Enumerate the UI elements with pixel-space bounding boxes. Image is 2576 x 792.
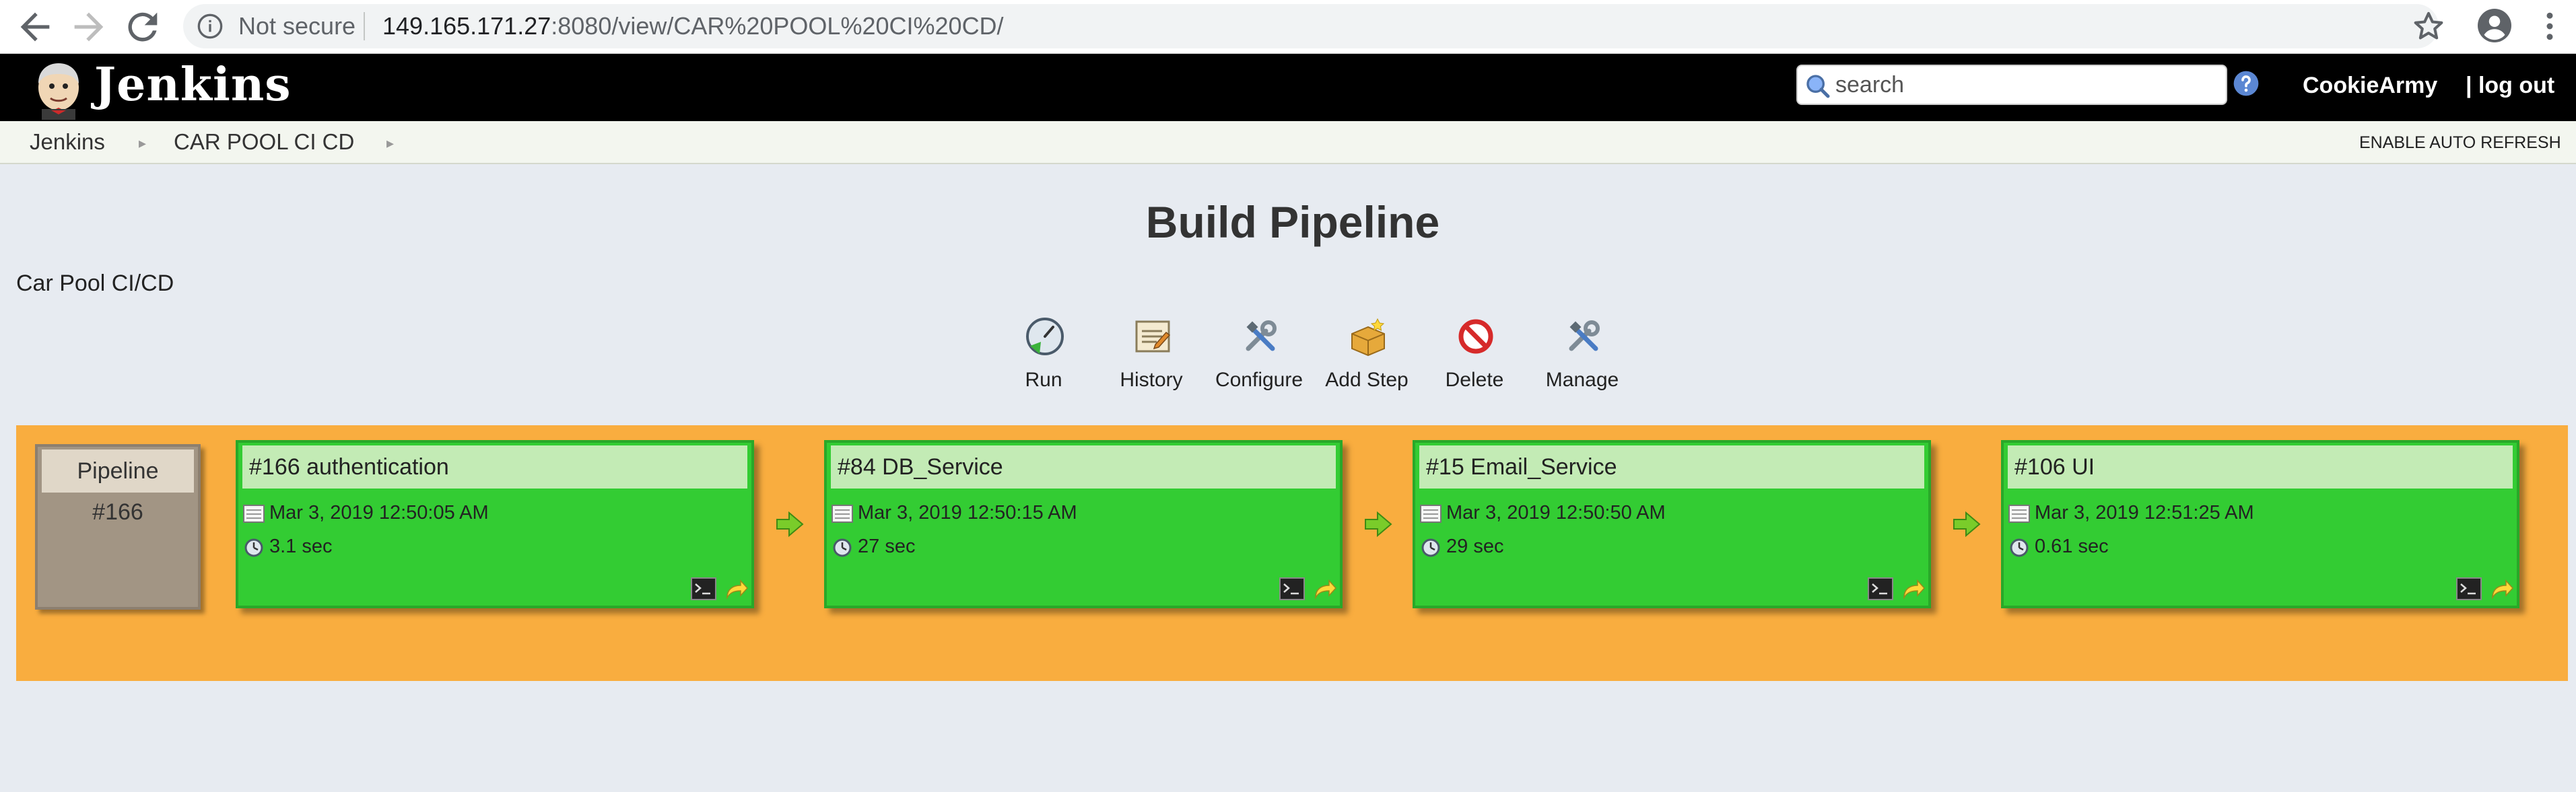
rerun-icon[interactable] [2488,577,2514,600]
pipeline-label: Pipeline [42,449,194,493]
breadcrumb-separator[interactable]: ▸ [139,135,147,151]
configure-label: Configure [1215,369,1303,391]
url-text[interactable]: 149.165.171.27:8080/view/CAR%20POOL%20CI… [382,12,1004,40]
run-label: Run [1025,369,1062,391]
search-input[interactable] [1835,70,2219,100]
pipeline-arrow-icon [774,509,805,540]
configure-button[interactable]: Configure [1205,310,1313,397]
pipeline-arrow-icon [1363,509,1394,540]
rerun-icon[interactable] [1900,577,1926,600]
account-icon[interactable] [2474,5,2515,46]
build-card-authentication: #166 authentication Mar 3, 2019 12:50:05… [236,440,754,608]
delete-button[interactable]: Delete [1421,310,1528,397]
build-title[interactable]: #84 DB_Service [831,445,1336,489]
info-icon[interactable] [197,13,224,40]
console-icon[interactable] [691,577,716,600]
enable-auto-refresh-link[interactable]: ENABLE AUTO REFRESH [2359,133,2561,152]
security-label: Not secure [238,12,356,40]
menu-icon[interactable] [2532,8,2568,44]
run-icon [1023,315,1066,358]
omnibox-divider [364,12,365,40]
build-duration-row: 3.1 sec [242,536,333,558]
address-bar[interactable]: Not secure 149.165.171.27:8080/view/CAR%… [183,4,2439,48]
rerun-icon[interactable] [1312,577,1337,600]
delete-label: Delete [1445,369,1504,391]
build-date: Mar 3, 2019 12:50:15 AM [858,502,1077,524]
star-icon[interactable] [2410,8,2447,44]
search-icon [1804,73,1831,100]
clock-icon [1419,537,1442,557]
page-title: Build Pipeline [1145,197,1440,247]
history-icon [1131,315,1174,358]
build-date: Mar 3, 2019 12:50:05 AM [269,502,489,524]
user-link[interactable]: CookieArmy [2303,73,2438,98]
build-date: Mar 3, 2019 12:51:25 AM [2035,502,2254,524]
jenkins-logo-icon[interactable] [28,61,89,120]
build-title[interactable]: #166 authentication [242,445,747,489]
history-button[interactable]: History [1097,310,1205,397]
breadcrumb: Jenkins ▸ CAR POOL CI CD ▸ ENABLE AUTO R… [0,121,2576,164]
pipeline-area: Pipeline #166 #166 authentication Mar 3,… [16,425,2568,681]
build-duration: 27 sec [858,536,916,557]
build-card-email-service: #15 Email_Service Mar 3, 2019 12:50:50 A… [1413,440,1931,608]
build-date: Mar 3, 2019 12:50:50 AM [1446,502,1666,524]
calendar-icon [831,503,854,524]
console-icon[interactable] [1868,577,1893,600]
manage-label: Manage [1545,369,1619,391]
help-icon[interactable] [2233,70,2260,97]
add-step-button[interactable]: Add Step [1313,310,1421,397]
url-path: :8080/view/CAR%20POOL%20CI%20CD/ [551,12,1004,40]
reload-icon[interactable] [121,5,164,48]
add-step-icon [1347,315,1390,358]
manage-icon [1562,315,1605,358]
forward-icon[interactable] [67,5,110,48]
build-duration-row: 29 sec [1419,536,1503,558]
add-step-label: Add Step [1325,369,1409,391]
pipeline-toolbar: Run History Configure Add Step Delete Ma… [990,310,1636,397]
pipeline-head[interactable]: Pipeline #166 [35,444,201,610]
run-button[interactable]: Run [990,310,1097,397]
back-icon[interactable] [13,5,57,48]
console-icon[interactable] [2456,577,2482,600]
build-duration-row: 27 sec [831,536,915,558]
pipeline-arrow-icon [1951,509,1982,540]
calendar-icon [242,503,265,524]
clock-icon [831,537,854,557]
rerun-icon[interactable] [723,577,749,600]
build-title[interactable]: #15 Email_Service [1419,445,1924,489]
clock-icon [242,537,265,557]
build-card-ui: #106 UI Mar 3, 2019 12:51:25 AM 0.61 sec [2001,440,2519,608]
build-duration-row: 0.61 sec [2008,536,2109,558]
jenkins-brand[interactable]: Jenkins [94,58,292,112]
build-card-db-service: #84 DB_Service Mar 3, 2019 12:50:15 AM 2… [824,440,1343,608]
build-title[interactable]: #106 UI [2008,445,2513,489]
url-host: 149.165.171.27 [382,12,551,40]
manage-button[interactable]: Manage [1528,310,1636,397]
delete-icon [1454,315,1497,358]
breadcrumb-jenkins[interactable]: Jenkins [30,129,105,154]
logout-link[interactable]: | log out [2466,73,2555,98]
build-date-row: Mar 3, 2019 12:50:50 AM [1419,502,1666,524]
history-label: History [1120,369,1183,391]
build-date-row: Mar 3, 2019 12:50:05 AM [242,502,489,524]
configure-icon [1239,315,1282,358]
view-description: Car Pool CI/CD [16,271,174,296]
clock-icon [2008,537,2031,557]
calendar-icon [2008,503,2031,524]
browser-toolbar: Not secure 149.165.171.27:8080/view/CAR%… [0,0,2576,54]
build-date-row: Mar 3, 2019 12:50:15 AM [831,502,1077,524]
pipeline-number[interactable]: #166 [92,499,143,525]
search-box[interactable] [1796,65,2227,105]
jenkins-header: Jenkins CookieArmy | log out [0,54,2576,121]
build-duration: 3.1 sec [269,536,333,557]
build-date-row: Mar 3, 2019 12:51:25 AM [2008,502,2254,524]
build-duration: 29 sec [1446,536,1504,557]
build-duration: 0.61 sec [2035,536,2109,557]
breadcrumb-car-pool-ci-cd[interactable]: CAR POOL CI CD [174,129,355,154]
calendar-icon [1419,503,1442,524]
breadcrumb-separator[interactable]: ▸ [386,135,395,151]
console-icon[interactable] [1279,577,1305,600]
